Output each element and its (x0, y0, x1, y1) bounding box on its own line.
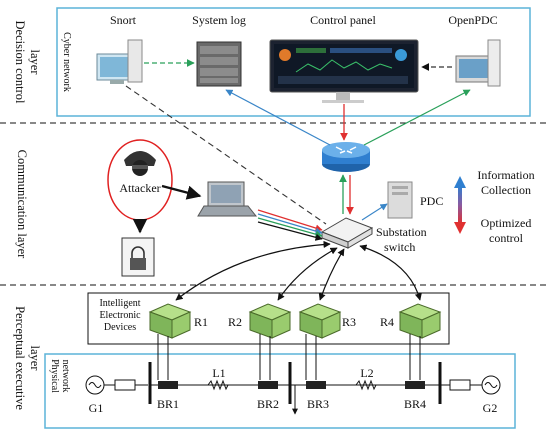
substation-switch-icon (320, 217, 374, 249)
switch-to-r1-link (175, 240, 331, 301)
generator-g1-label: G1 (89, 401, 104, 415)
ied-label-1: Intelligent (99, 298, 140, 309)
attacker-laptop-icon (197, 181, 258, 217)
substation-switch-label-2: switch (384, 240, 415, 254)
router-to-openpdc-green-arrow (363, 89, 471, 146)
physical-network-label-1: Physical (49, 359, 60, 393)
r1-wires (157, 334, 169, 380)
cyber-network-label: Cyber network (61, 32, 72, 92)
line-l1-coil (207, 379, 229, 391)
pdc-label: PDC (420, 194, 443, 208)
legend-gradient-arrow (458, 186, 462, 224)
generator-g2-wave (484, 382, 498, 388)
relay-r1-label: R1 (194, 315, 208, 329)
layer-label-communication: Communication layer (15, 150, 29, 259)
openpdc-computer-icon (455, 39, 501, 87)
relay-r2-label: R2 (228, 315, 242, 329)
system-log-label: System log (192, 13, 246, 27)
legend-info-label-2: Collection (481, 183, 531, 197)
legend-down-arrowhead (454, 222, 466, 234)
r2-wires (259, 334, 271, 380)
legend-opt-label-2: control (489, 231, 524, 245)
switch-to-r2-link (277, 247, 338, 301)
attacker-label: Attacker (119, 181, 160, 195)
laptop-to-switch-blue-line (257, 213, 323, 235)
snort-to-switch-dashed-line (125, 85, 327, 225)
layer-label-decision-1: Decision control (13, 21, 27, 104)
laptop-to-switch-green-line (257, 217, 323, 238)
g2-transformer (449, 379, 471, 391)
legend-up-arrowhead (454, 176, 466, 188)
line-l2-coil (355, 379, 377, 391)
relay-r3-label: R3 (342, 315, 356, 329)
relay-r4-icon (398, 303, 442, 339)
switch-to-r3-link (318, 248, 345, 301)
physical-network-label-2: network (60, 360, 71, 393)
generator-g1-wave (88, 382, 102, 388)
breaker-br3-label: BR3 (307, 397, 329, 411)
generator-g2-label: G2 (483, 401, 498, 415)
switch-to-pdc-blue-arrow (361, 203, 388, 221)
relay-r3-icon (298, 303, 342, 339)
breaker-br2 (258, 381, 278, 389)
legend-opt-label-1: Optimized (481, 216, 532, 230)
switch-to-r4-link (359, 244, 422, 301)
substation-switch-label-1: Substation (376, 225, 427, 239)
openpdc-label: OpenPDC (448, 13, 497, 27)
breaker-br3 (306, 381, 326, 389)
laptop-to-switch-red-line (257, 209, 323, 232)
breaker-br4 (405, 381, 425, 389)
r3-wires (305, 334, 317, 380)
breaker-br1 (158, 381, 178, 389)
router-icon (322, 142, 370, 172)
relay-r2-icon (248, 303, 292, 339)
generator-g2-icon (481, 375, 501, 395)
ied-label-3: Devices (104, 322, 136, 333)
layer-label-perceptual-2: layer (28, 346, 42, 372)
breaker-br1-label: BR1 (157, 397, 179, 411)
locked-door-icon (121, 237, 155, 277)
g1-transformer (114, 379, 136, 391)
pdc-server-icon (387, 181, 413, 219)
layer-label-perceptual-1: Perceptual executive (13, 306, 27, 410)
breaker-br2-label: BR2 (257, 397, 279, 411)
relay-r1-icon (148, 303, 192, 339)
snort-label: Snort (110, 13, 137, 27)
cyber-network-box (56, 7, 531, 117)
system-log-server-icon (196, 41, 242, 87)
relay-r4-label: R4 (380, 315, 394, 329)
control-panel-label: Control panel (310, 13, 376, 27)
ied-box (87, 292, 450, 345)
line-l2-label: L2 (360, 366, 373, 380)
legend-info-label-1: Information (477, 168, 534, 182)
laptop-to-switch-black-line (257, 221, 323, 241)
ied-label-2: Electronic (99, 310, 141, 321)
breaker-br4-label: BR4 (404, 397, 426, 411)
snort-computer-icon (96, 39, 143, 84)
line-l1-label: L1 (212, 366, 225, 380)
hacker-icon (124, 151, 156, 176)
r4-wires (409, 334, 421, 380)
layer-label-decision-2: layer (28, 50, 42, 76)
attacker-to-laptop-arrow (161, 184, 202, 200)
router-to-syslog-blue-arrow (225, 89, 331, 146)
control-panel-monitor-icon (269, 39, 419, 103)
physical-network-box (44, 353, 516, 429)
